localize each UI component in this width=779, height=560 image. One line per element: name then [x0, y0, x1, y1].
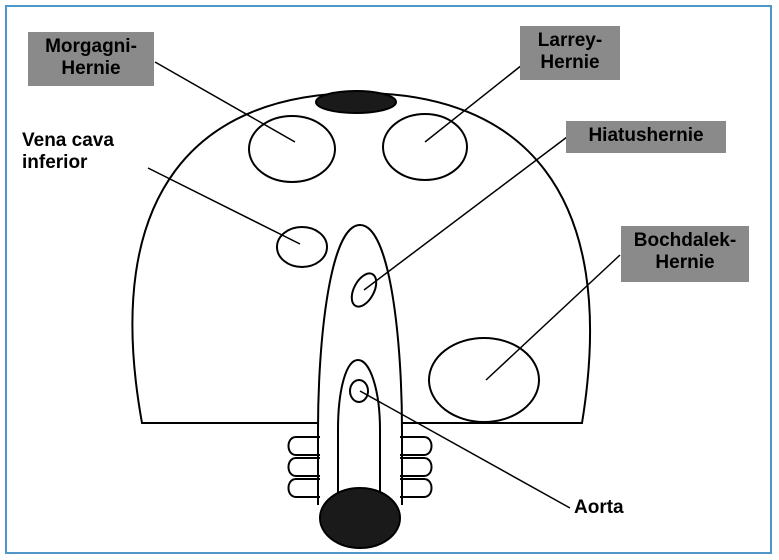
label-hiatus: Hiatushernie	[566, 121, 726, 153]
label-larrey: Larrey- Hernie	[520, 26, 620, 80]
leader-morgagni	[155, 62, 295, 142]
larrey-opening	[383, 114, 467, 180]
label-larrey-line2: Hernie	[528, 52, 612, 74]
label-morgagni-line2: Hernie	[36, 58, 146, 80]
process-right-1	[400, 437, 432, 455]
process-left-3	[289, 479, 321, 497]
label-vena-cava-line2: inferior	[22, 152, 114, 174]
label-morgagni-line1: Morgagni-	[36, 36, 146, 58]
label-bochdalek-line1: Bochdalek-	[629, 230, 741, 252]
bochdalek-opening	[429, 338, 539, 422]
process-left-1	[289, 437, 321, 455]
process-left-2	[289, 458, 321, 476]
label-morgagni: Morgagni- Hernie	[28, 32, 154, 86]
crus-outer	[318, 225, 402, 505]
process-right-3	[400, 479, 432, 497]
label-vena-cava-line1: Vena cava	[22, 130, 114, 152]
morgagni-opening	[249, 116, 335, 182]
process-right-2	[400, 458, 432, 476]
label-bochdalek: Bochdalek- Hernie	[621, 226, 749, 282]
leader-bochdalek	[486, 255, 620, 380]
aortic-opening	[350, 380, 368, 402]
label-bochdalek-line2: Hernie	[629, 252, 741, 274]
label-aorta-line1: Aorta	[574, 497, 624, 519]
label-vena-cava: Vena cava inferior	[22, 130, 114, 174]
sternum-oval	[316, 91, 396, 113]
vena-cava-opening	[277, 227, 327, 267]
vertebral-body	[320, 488, 400, 548]
label-aorta: Aorta	[574, 497, 624, 519]
label-larrey-line1: Larrey-	[528, 30, 612, 52]
label-hiatus-line1: Hiatushernie	[574, 125, 718, 147]
